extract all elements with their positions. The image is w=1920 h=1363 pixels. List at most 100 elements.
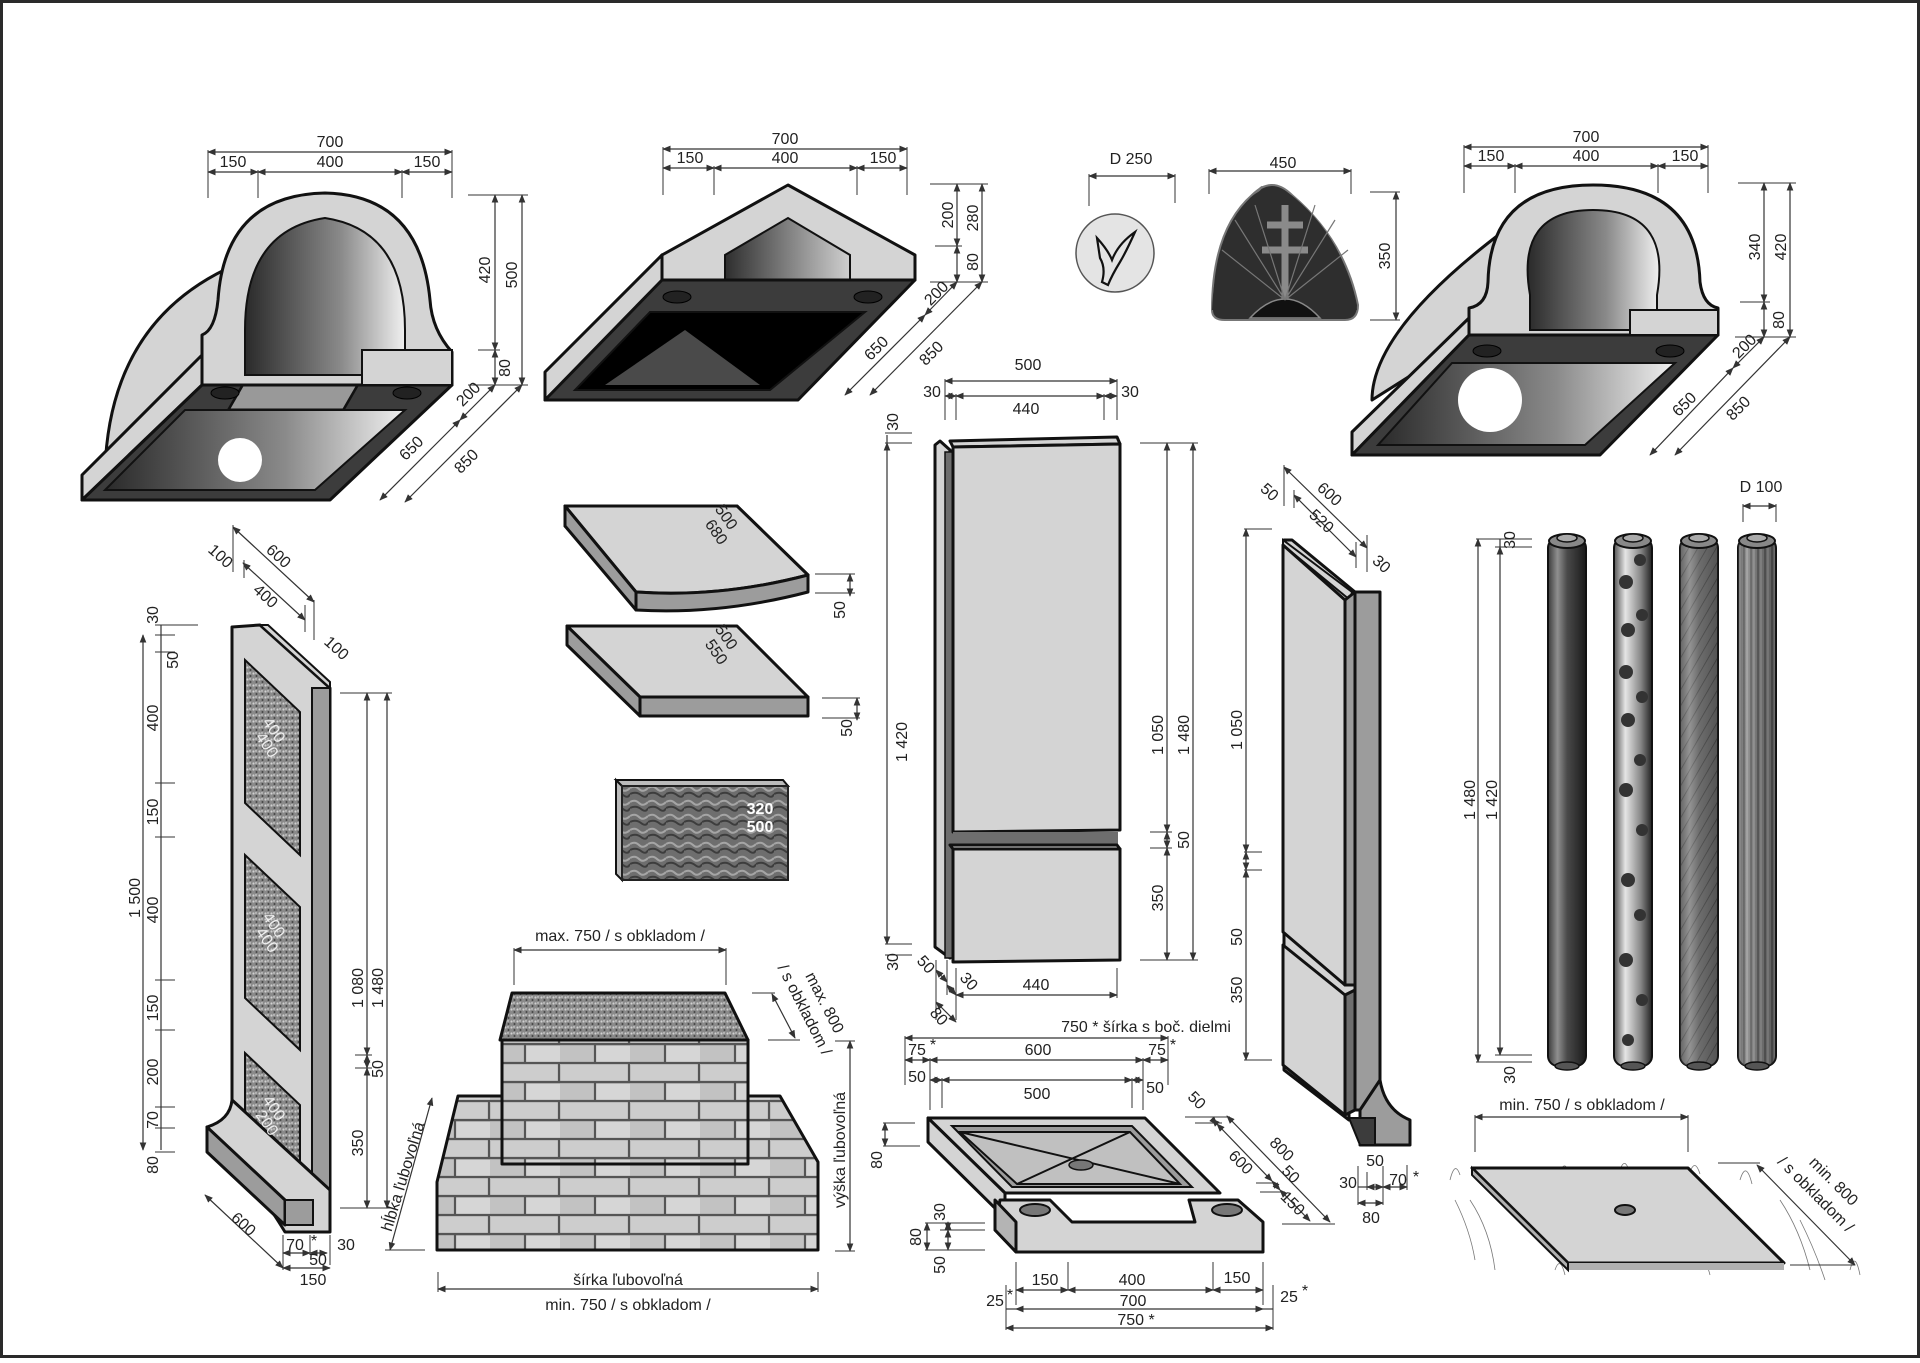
dim-depth-inner: 400 — [249, 581, 280, 612]
dim-top-gap: 30 — [885, 413, 902, 431]
dim-left-total: 1 500 — [127, 878, 144, 918]
dim-left-height: 70 — [145, 1111, 162, 1129]
dim-right-height: 350 — [1150, 885, 1167, 912]
pedestal-top-width: max. 750 / s obkladom / — [535, 928, 705, 945]
dim-front-side: 25 — [1280, 1289, 1298, 1306]
dim-star: * — [1413, 1169, 1419, 1186]
dim-depth-front: 200 — [921, 278, 952, 309]
tray-width-label: 750 * šírka s boč. dielmi — [1061, 1019, 1231, 1036]
slab-thickness: 50 — [839, 719, 856, 737]
sunrise-icon — [1248, 298, 1322, 319]
dim-left-height: 30 — [145, 606, 162, 624]
dim-base-total: 80 — [1362, 1210, 1380, 1227]
dim-right-height: 1 480 — [370, 968, 387, 1008]
dim-star: * — [1302, 1283, 1308, 1300]
mounting-hole-icon — [392, 386, 422, 400]
column-grape-vine — [1613, 533, 1653, 1071]
dim-base-width: 30 — [1339, 1175, 1357, 1192]
dim-left-height: 400 — [145, 897, 162, 924]
decorative-columns: D 100 30 1 480 1 420 30 — [1462, 479, 1782, 1084]
dim-star: * — [930, 1037, 936, 1054]
dim-base-width: 30 — [337, 1237, 355, 1254]
dim-star: * — [1170, 1037, 1176, 1054]
column-smooth — [1547, 533, 1587, 1071]
dim-depth-left: 50 — [1257, 480, 1282, 505]
dim-width-inner: 50 — [1146, 1080, 1164, 1097]
dim-width-inner: 50 — [908, 1069, 926, 1086]
dim-tray-height: 80 — [869, 1151, 886, 1169]
mounting-hole-icon — [210, 386, 240, 400]
dove-icon — [1095, 228, 1138, 287]
column-fluted — [1737, 533, 1777, 1071]
ground-foundation-plate: min. 750 / s obkladom / min. 800 / s obk… — [1449, 1097, 1861, 1281]
pedestal-height-label: výška ľubovoľná — [832, 1092, 849, 1208]
dim-base-width-mid: 50 — [309, 1252, 327, 1269]
dim-right-height: 50 — [1176, 831, 1193, 849]
dim-depth-mid: 650 — [396, 433, 427, 464]
dim-width-part: 400 — [317, 154, 344, 171]
dim-width-inner: 440 — [1013, 401, 1040, 418]
dim-width-top: 75 — [908, 1042, 926, 1059]
triangular-roof-lantern: 700 150 400 150 200 280 80 200 650 850 — [543, 131, 988, 402]
dim-width-total: 700 — [772, 131, 799, 148]
dim-right-height: 1 050 — [1150, 715, 1167, 755]
mounting-hole-icon — [853, 290, 883, 304]
dim-front-width-all: 750 * — [1117, 1312, 1154, 1329]
dim-depth-total: 850 — [1723, 393, 1754, 424]
cross-sunrise-plaque: 450 350 — [1208, 155, 1400, 321]
dim-depth-outer-right: 100 — [320, 633, 351, 664]
dim-width-part: 150 — [677, 150, 704, 167]
dim-front-height: 50 — [932, 1256, 949, 1274]
dim-width-total: 700 — [317, 134, 344, 151]
dim-depth-right: 30 — [1369, 552, 1394, 577]
side-panel-with-stone-windows: 400 400 400 400 400 200 600 400 100 100 … — [127, 525, 392, 1289]
dim-depth-front: 200 — [1729, 331, 1760, 362]
dim-width-top: 75 — [1148, 1042, 1166, 1059]
dim-width-part: 150 — [1478, 148, 1505, 165]
dim-width-top: 600 — [1025, 1042, 1052, 1059]
round-arch-lantern: 700 150 400 150 340 420 80 200 650 850 — [1350, 129, 1796, 457]
dim-width-inner: 500 — [1024, 1086, 1051, 1103]
plaque-height: 350 — [1377, 243, 1394, 270]
dim-bottom-depth: 30 — [956, 970, 981, 995]
column-total-height: 1 480 — [1462, 780, 1479, 820]
mounting-hole-icon — [662, 290, 692, 304]
column-diameter: D 100 — [1740, 479, 1783, 496]
dim-height: 50 — [1229, 928, 1246, 946]
dim-width-side: 30 — [1121, 384, 1139, 401]
dim-width-total: 500 — [1015, 357, 1042, 374]
front-headstone-slab: 500 440 30 30 30 1 420 30 1 050 1 480 50… — [883, 357, 1198, 1029]
dove-medallion: D 250 — [1075, 151, 1176, 293]
dim-arch-height: 340 — [1747, 234, 1764, 261]
dim-width-side: 30 — [923, 384, 941, 401]
square-cover-slab: 500 550 50 — [565, 622, 861, 737]
dim-depth-part: 600 — [1225, 1147, 1256, 1178]
dim-depth-front: 200 — [453, 379, 484, 410]
dim-width-part: 150 — [220, 154, 247, 171]
mounting-hole-icon — [1655, 344, 1685, 358]
brick-pedestal: max. 750 / s obkladom / max. 800 / s obk… — [377, 928, 855, 1314]
dim-base-width: 50 — [1366, 1153, 1384, 1170]
column-cap-height: 30 — [1502, 531, 1519, 549]
dim-right-height: 1 080 — [350, 968, 367, 1008]
dim-depth-total: 600 — [262, 541, 293, 572]
dim-width-part: 400 — [1573, 148, 1600, 165]
ground-plate-width: min. 750 / s obkladom / — [1499, 1097, 1665, 1114]
dim-base-height: 80 — [965, 253, 982, 271]
plate-label-top: 320 — [747, 801, 774, 818]
dim-base-width: 70 — [286, 1237, 304, 1254]
slab-thickness: 50 — [832, 601, 849, 619]
dim-depth-mid: 650 — [1669, 389, 1700, 420]
dim-bottom-width: 440 — [1023, 977, 1050, 994]
plate-label-bottom: 500 — [747, 819, 774, 836]
through-hole — [218, 438, 262, 482]
pedestal-width-label: šírka ľubovoľná — [573, 1272, 683, 1289]
dim-right-height: 1 480 — [1176, 715, 1193, 755]
dim-left-height: 50 — [165, 651, 182, 669]
mounting-hole-icon — [1472, 344, 1502, 358]
dim-left-height: 150 — [145, 799, 162, 826]
pedestal-depth-label: hĺbka ľubovoľná — [377, 1119, 428, 1233]
dim-left-height: 200 — [145, 1059, 162, 1086]
